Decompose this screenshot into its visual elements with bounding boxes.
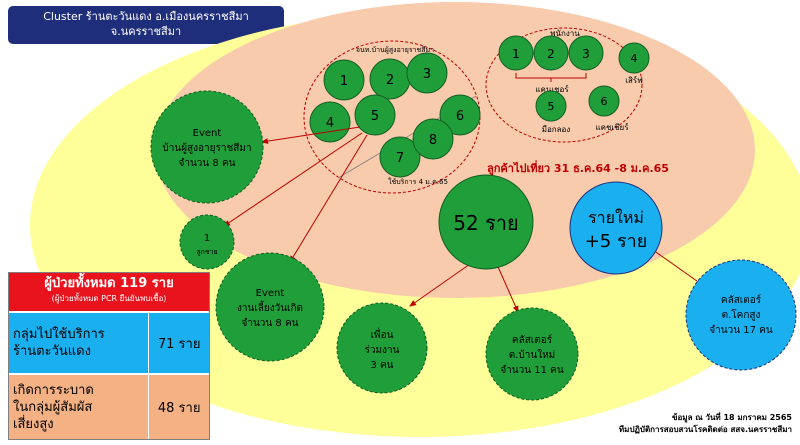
svg-text:52 ราย: 52 ราย: [453, 211, 519, 235]
stats-row-contacts: เกิดการระบาด ในกลุ่มผู้สัมผัส เสี่ยงสูง …: [9, 375, 209, 439]
node-new-cases: รายใหม่ +5 ราย: [569, 181, 663, 275]
employee-node-4: 4: [618, 42, 650, 74]
svg-text:1: 1: [340, 74, 348, 89]
total-cases-title: ผู้ป่วยทั้งหมด 119 ราย: [44, 276, 174, 291]
svg-text:6: 6: [456, 109, 464, 124]
svg-text:บ้านผู้สูงอายุราชสีมา: บ้านผู้สูงอายุราชสีมา: [162, 142, 251, 154]
cook-label: มือกลอง: [542, 125, 571, 134]
svg-text:คลัสเตอร์: คลัสเตอร์: [721, 294, 762, 306]
arrow-to-banmai: [494, 259, 519, 313]
svg-text:6: 6: [601, 95, 608, 108]
arrow-to-son: [223, 132, 363, 227]
svg-text:3: 3: [582, 47, 590, 61]
node-cluster-khoksung: คลัสเตอร์ ต.โคกสูง จำนวน 17 คน: [685, 259, 797, 371]
employee-node-6: 6: [588, 85, 620, 117]
node-coworkers: เพื่อน ร่วมงาน 3 คน: [336, 302, 428, 394]
title-line-2: จ.นครราชสีมา: [110, 25, 182, 38]
arrow-to-event-elder: [261, 126, 361, 145]
stats-panel: ผู้ป่วยทั้งหมด 119 ราย (ผู้ป่วยทั้งหมด P…: [8, 272, 210, 440]
svg-text:Event: Event: [256, 288, 285, 299]
svg-text:1: 1: [512, 47, 520, 61]
svg-text:5: 5: [548, 100, 555, 113]
employee-node-5: 5: [535, 90, 567, 122]
elder-node-1: 1: [323, 59, 365, 101]
svg-text:จำนวน 17 คน: จำนวน 17 คน: [709, 325, 773, 336]
elder-home-label: จนท.บ้านผู้สูงอายุราชสีมา: [356, 46, 434, 54]
elder-node-8: 8: [412, 118, 454, 160]
cashier-label: แคนเชอร์: [535, 84, 569, 94]
svg-text:2: 2: [547, 47, 555, 61]
elder-node-5: 5: [354, 94, 396, 136]
serve-label: เสิร์ฟ: [625, 75, 643, 85]
title-banner: Cluster ร้านตะวันแดง อ.เมืองนครราชสีมา จ…: [8, 6, 284, 44]
employee-node-1: 1: [498, 35, 534, 71]
svg-text:Event: Event: [193, 128, 222, 139]
elder-node-6: 6: [439, 94, 481, 136]
svg-text:รายใหม่: รายใหม่: [588, 208, 644, 227]
node-cases-52: 52 ราย: [438, 174, 534, 270]
svg-text:+5 ราย: +5 ราย: [585, 231, 648, 252]
employees-label: พนักงาน: [550, 29, 580, 38]
service-date-label: ใช้บริการ 4 ม.ค.65: [388, 177, 448, 186]
stats-row-restaurant-label: กลุ่มไปใช้บริการ ร้านตะวันแดง: [13, 327, 105, 359]
svg-text:จำนวน 8 คน: จำนวน 8 คน: [241, 318, 298, 329]
svg-text:ต.บ้านใหม่: ต.บ้านใหม่: [509, 349, 556, 361]
svg-text:3: 3: [423, 67, 431, 82]
node-event-elder: Event บ้านผู้สูงอายุราชสีมา จำนวน 8 คน: [150, 90, 264, 204]
svg-text:คลัสเตอร์: คลัสเตอร์: [512, 334, 553, 346]
svg-text:ร่วมงาน: ร่วมงาน: [365, 345, 400, 356]
cashier2-label: แคชเชียร์: [595, 122, 629, 132]
node-event-birthday: Event งานเลี้ยงวันเกิด จำนวน 8 คน: [215, 252, 325, 362]
footnote-date: ข้อมูล ณ วันที่ 18 มกราคม 2565: [672, 413, 792, 422]
svg-text:ต.โคกสูง: ต.โคกสูง: [722, 308, 761, 321]
svg-text:5: 5: [371, 109, 379, 124]
arrow-to-event-birthday: [289, 134, 368, 263]
employee-group: [485, 27, 643, 143]
employee-node-2: 2: [533, 35, 569, 71]
footnote: ข้อมูล ณ วันที่ 18 มกราคม 2565 ทีมปฏิบัต…: [619, 412, 792, 436]
elder-node-2: 2: [369, 58, 411, 100]
elder-node-4: 4: [309, 101, 351, 143]
svg-text:จำนวน 8 คน: จำนวน 8 คน: [178, 158, 235, 169]
customers-label: ลูกค้าไปเที่ยว 31 ธ.ค.64 -8 ม.ค.65: [487, 160, 669, 176]
stats-row-contacts-label: เกิดการระบาด ในกลุ่มผู้สัมผัส เสี่ยงสูง: [13, 382, 94, 432]
svg-text:ลูกชาย: ลูกชาย: [196, 248, 217, 256]
svg-text:4: 4: [326, 116, 334, 131]
node-son: 1 ลูกชาย: [179, 214, 235, 270]
stats-row-restaurant: กลุ่มไปใช้บริการ ร้านตะวันแดง 71 ราย: [9, 313, 209, 373]
svg-text:1: 1: [204, 233, 210, 244]
total-cases-subtitle: (ผู้ป่วยทั้งหมด PCR ยืนยันพบเชื้อ): [51, 294, 167, 303]
total-cases-banner: ผู้ป่วยทั้งหมด 119 ราย (ผู้ป่วยทั้งหมด P…: [9, 273, 209, 311]
svg-text:จำนวน 11 คน: จำนวน 11 คน: [500, 365, 564, 376]
svg-text:4: 4: [631, 52, 638, 65]
svg-text:7: 7: [396, 151, 404, 166]
elder-node-3: 3: [406, 52, 448, 94]
footnote-team: ทีมปฏิบัติการสอบสวนโรคติดต่อ สสจ.นครราชส…: [618, 425, 792, 434]
svg-text:3 คน: 3 คน: [370, 360, 393, 371]
svg-text:งานเลี้ยงวันเกิด: งานเลี้ยงวันเกิด: [237, 300, 303, 314]
title-line-1: Cluster ร้านตะวันแดง อ.เมืองนครราชสีมา: [43, 10, 249, 23]
employee-node-3: 3: [568, 35, 604, 71]
stats-row-contacts-value: 48 ราย: [148, 375, 209, 439]
stats-row-restaurant-value: 71 ราย: [148, 313, 209, 373]
svg-text:2: 2: [386, 73, 394, 88]
elder-node-7: 7: [379, 136, 421, 178]
svg-text:8: 8: [429, 133, 437, 148]
node-cluster-banmai: คลัสเตอร์ ต.บ้านใหม่ จำนวน 11 คน: [485, 307, 579, 401]
svg-text:เพื่อน: เพื่อน: [371, 327, 394, 341]
arrow-to-khoksung: [652, 249, 705, 287]
